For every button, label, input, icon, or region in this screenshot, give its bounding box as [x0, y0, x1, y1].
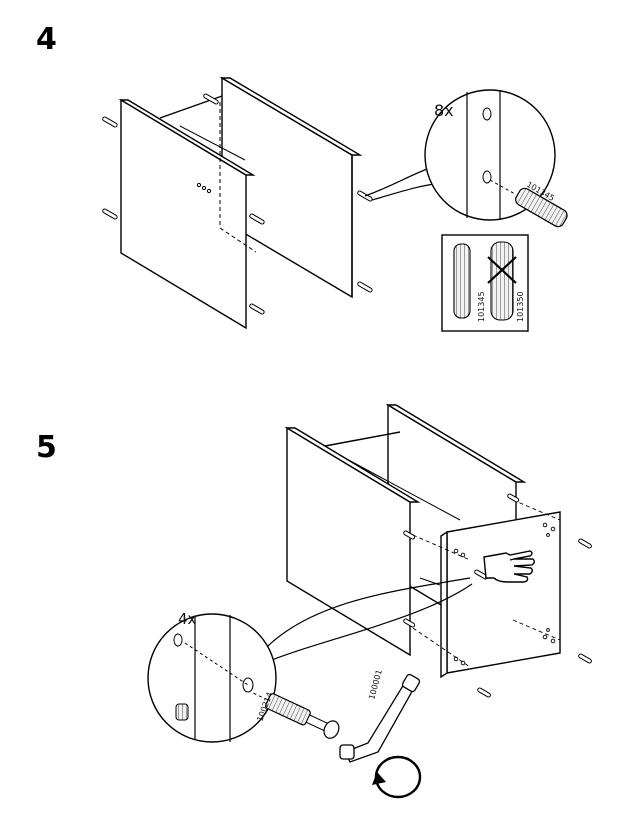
cross-out-icon [487, 256, 517, 284]
correct-dowel-icon [453, 243, 471, 319]
rotate-arrow-icon [372, 755, 422, 799]
dowel-compare-box [441, 234, 529, 332]
step-5-qty: 4x [178, 610, 197, 628]
step-5-panels [284, 403, 561, 679]
hand-pointing-icon [483, 550, 535, 583]
step-4-panels [118, 76, 363, 330]
step-5-holes [453, 522, 556, 666]
step-4-callout [364, 89, 568, 228]
wrong-dowel-code: 101350 [516, 291, 525, 322]
allen-key-icon [339, 673, 421, 763]
dowel-icon [515, 187, 568, 228]
step-5-guides [412, 499, 561, 668]
step-5-dowels [403, 493, 592, 698]
step-5-number: 5 [36, 430, 57, 465]
cam-screw-icon [253, 692, 340, 739]
step-4-dowels [102, 93, 373, 315]
allen-key-code: 100001 [367, 669, 384, 701]
wrong-dowel-icon [490, 241, 514, 321]
step-4-qty: 8x [434, 101, 454, 120]
correct-dowel-code: 101345 [477, 291, 486, 322]
step-4-number: 4 [36, 22, 57, 57]
step-5-callout [147, 577, 473, 743]
